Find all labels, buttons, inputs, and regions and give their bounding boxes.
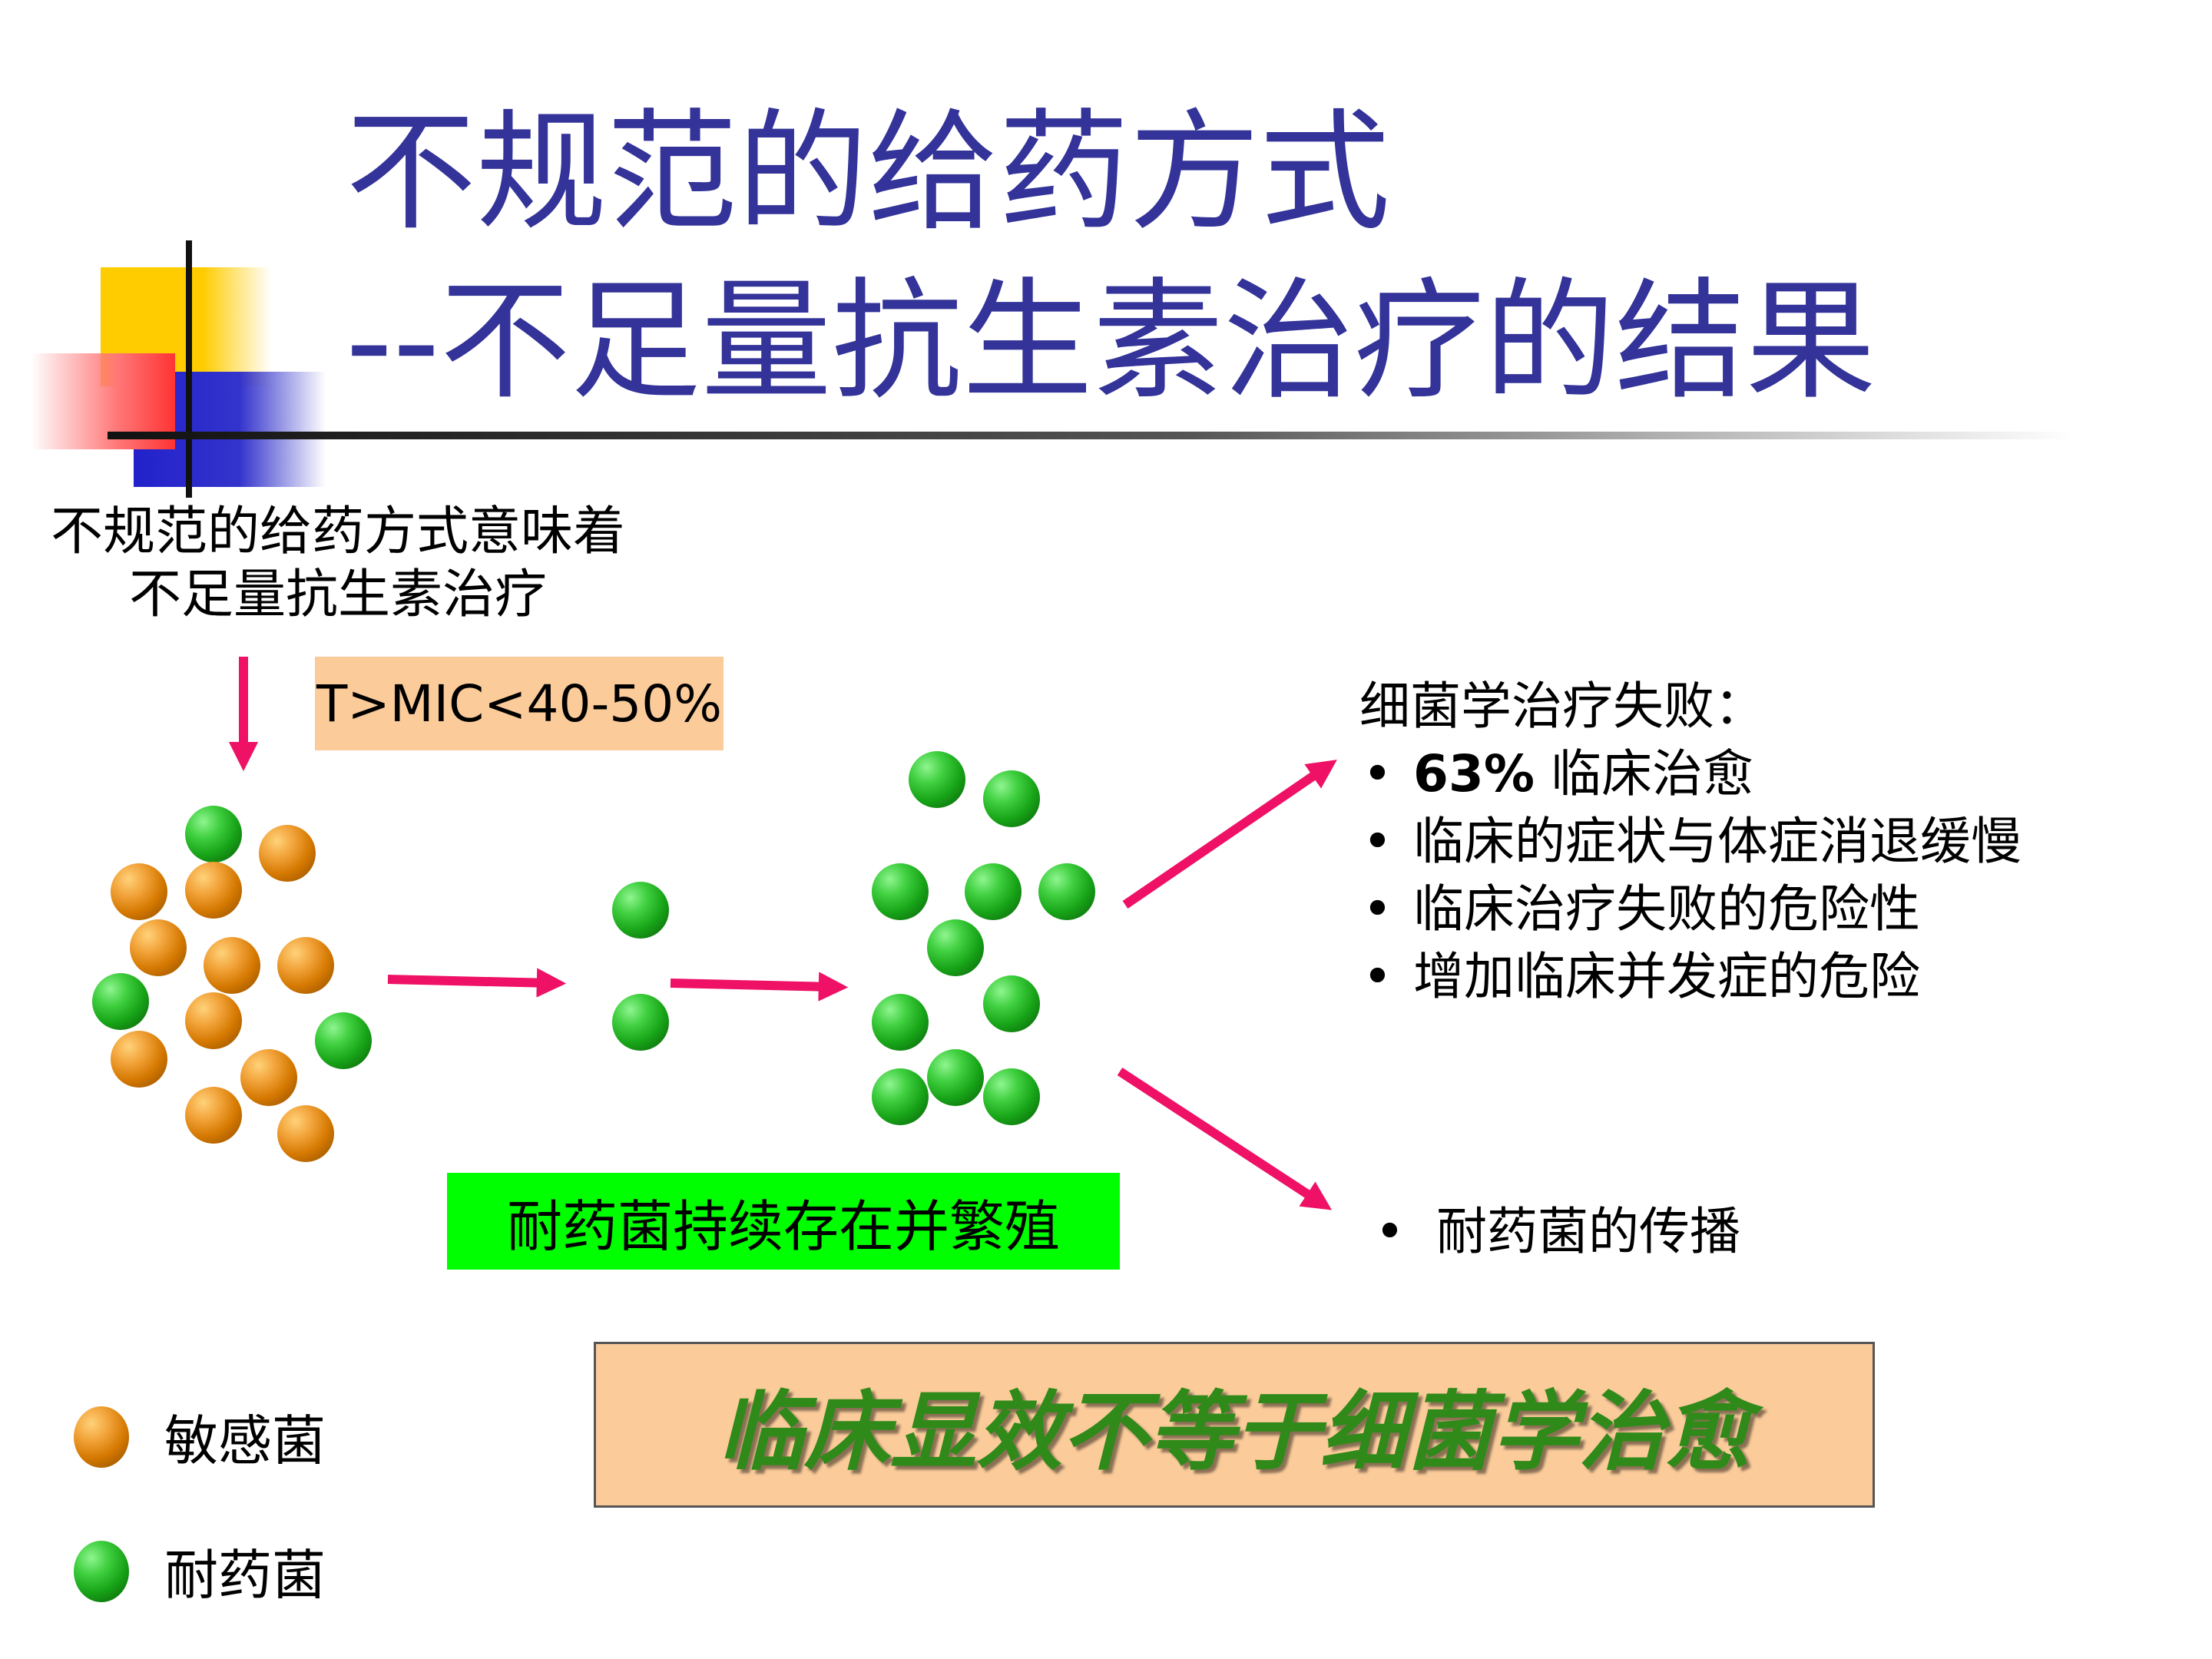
legend-resistant-label: 耐药菌 (164, 1544, 326, 1607)
persist-label-box: 耐药菌持续存在并繁殖 (447, 1173, 1120, 1270)
sensitive-bacterium (277, 1105, 334, 1162)
intro-line-1: 不规范的给药方式意味着 (50, 502, 625, 562)
sensitive-bacterium (111, 1031, 167, 1088)
resistant-bacterium (315, 1012, 372, 1069)
resistant-bacterium (1038, 863, 1095, 920)
legend-resistant-swatch (74, 1540, 129, 1602)
sensitive-bacterium (259, 825, 316, 882)
legend-resistant: 耐药菌 (74, 1532, 326, 1610)
deco-vertical-line (186, 240, 192, 498)
sensitive-bacterium (204, 937, 260, 994)
resistant-bacterium (612, 994, 669, 1051)
bacteriological-failure-list: 细菌学治疗失败： 63% 临床治愈 临床的症状与体症消退缓慢 临床治疗失败的危险… (1359, 673, 2022, 1011)
resistant-bacterium (983, 1068, 1040, 1125)
arrow-to-growth (670, 972, 849, 1002)
title-line-1: 不规范的给药方式 (346, 97, 1391, 249)
resistant-bacterium (92, 973, 149, 1030)
resistant-bacterium (965, 863, 1022, 920)
list-item: 临床的症状与体症消退缓慢 (1359, 808, 2022, 876)
resistant-bacterium (927, 919, 984, 976)
resistant-bacterium (872, 1068, 929, 1125)
resistant-bacterium (909, 751, 965, 808)
title-line-2: --不足量抗生素治疗的结果 (346, 266, 1876, 418)
resistant-bacterium (983, 975, 1040, 1032)
legend-sensitive-swatch (74, 1406, 129, 1468)
cure-rate-value: 63% (1413, 744, 1535, 803)
legend-sensitive-label: 敏感菌 (164, 1409, 326, 1472)
arrow-to-survivors (387, 968, 567, 998)
bullet: • (1375, 1202, 1405, 1261)
resistant-bacterium (927, 1049, 984, 1106)
sensitive-bacterium (185, 992, 242, 1049)
resistant-bacterium (983, 770, 1040, 827)
sensitive-bacterium (240, 1049, 297, 1106)
spread-label: 耐药菌的传播 (1436, 1202, 1740, 1261)
failure-heading: 细菌学治疗失败： (1359, 677, 1765, 736)
resistant-bacterium (872, 863, 929, 920)
legend-sensitive: 敏感菌 (74, 1398, 326, 1475)
sensitive-bacterium (185, 1087, 242, 1144)
sensitive-bacterium (277, 937, 334, 994)
arrow-to-failure (1122, 760, 1337, 909)
intro-line-2: 不足量抗生素治疗 (128, 565, 547, 625)
cure-rate-label: 临床治愈 (1534, 744, 1753, 803)
sensitive-bacterium (111, 863, 167, 920)
resistant-bacterium (872, 994, 929, 1051)
arrow-to-spread (1117, 1067, 1333, 1210)
conclusion-box: 临床显效不等于细菌学治愈 (594, 1342, 1875, 1508)
list-item: 临床治疗失败的危险性 (1359, 876, 2022, 943)
mic-threshold-box: T>MIC<40-50% (315, 657, 724, 750)
intro-text: 不规范的给药方式意味着 不足量抗生素治疗 (31, 501, 645, 627)
sensitive-bacterium (185, 862, 242, 919)
conclusion-text: 临床显效不等于细菌学治愈 (718, 1382, 1750, 1482)
resistant-bacterium (612, 882, 669, 939)
list-item: 63% 临床治愈 (1359, 740, 2022, 808)
resistance-spread-item: • 耐药菌的传播 (1375, 1198, 1740, 1266)
title-underline (108, 432, 2074, 439)
list-item: 增加临床并发症的危险 (1359, 943, 2022, 1011)
resistant-bacterium (185, 806, 242, 863)
sensitive-bacterium (130, 919, 187, 976)
